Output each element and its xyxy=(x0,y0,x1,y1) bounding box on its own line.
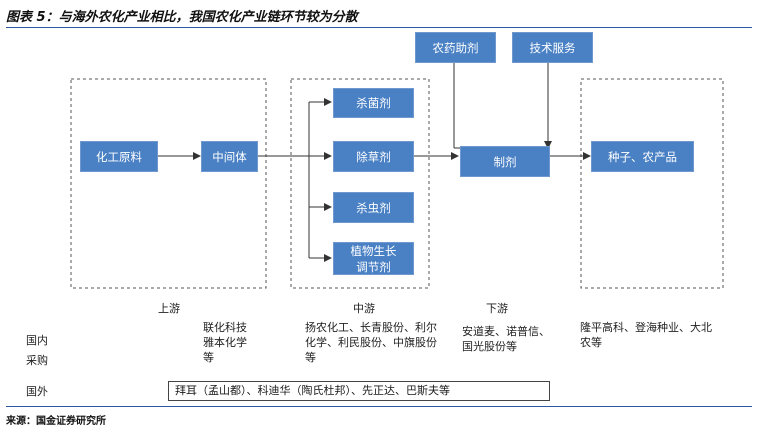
node-chemical-raw-material: 化工原料 xyxy=(80,141,158,172)
node-fungicide: 杀菌剂 xyxy=(333,88,414,118)
node-intermediate: 中间体 xyxy=(201,141,258,172)
stage-label-downstream: 下游 xyxy=(486,302,508,315)
stage-label-midstream: 中游 xyxy=(353,302,375,315)
node-seed-agri-product: 种子、农产品 xyxy=(591,141,694,172)
node-technical-service: 技术服务 xyxy=(512,32,593,63)
node-insecticide: 杀虫剂 xyxy=(333,192,414,223)
domestic-downstream-companies: 安道麦、诺普信、国光股份等 xyxy=(462,325,550,353)
row-label-domestic-line1: 国内 xyxy=(26,334,48,347)
figure-title: 图表 5：与海外农化产业相比，我国农化产业链环节较为分散 xyxy=(6,10,358,25)
midstream-group-frame xyxy=(290,78,430,289)
row-label-domestic-line2: 采购 xyxy=(26,354,48,367)
node-herbicide: 除草剂 xyxy=(333,141,414,172)
node-formulation: 制剂 xyxy=(460,146,550,177)
end-group-frame xyxy=(580,78,724,289)
row-label-foreign: 国外 xyxy=(26,385,48,398)
source-note: 来源：国金证券研究所 xyxy=(6,416,106,427)
node-pesticide-adjuvant: 农药助剂 xyxy=(415,32,496,63)
node-plant-growth-regulator: 植物生长调节剂 xyxy=(333,242,414,275)
title-rule xyxy=(6,27,752,28)
domestic-end-companies: 隆平高科、登海种业、大北农等 xyxy=(580,321,712,349)
footer-rule xyxy=(6,406,752,407)
stage-label-upstream: 上游 xyxy=(158,302,180,315)
domestic-midstream-companies: 扬农化工、长青股份、利尔化学、利民股份、中旗股份等 xyxy=(305,321,437,364)
domestic-upstream-companies: 联化科技 雅本化学 等 xyxy=(203,321,247,364)
foreign-companies: 拜耳（孟山都）、科迪华（陶氏杜邦）、先正达、巴斯夫等 xyxy=(168,381,550,401)
upstream-group-frame xyxy=(70,78,267,289)
